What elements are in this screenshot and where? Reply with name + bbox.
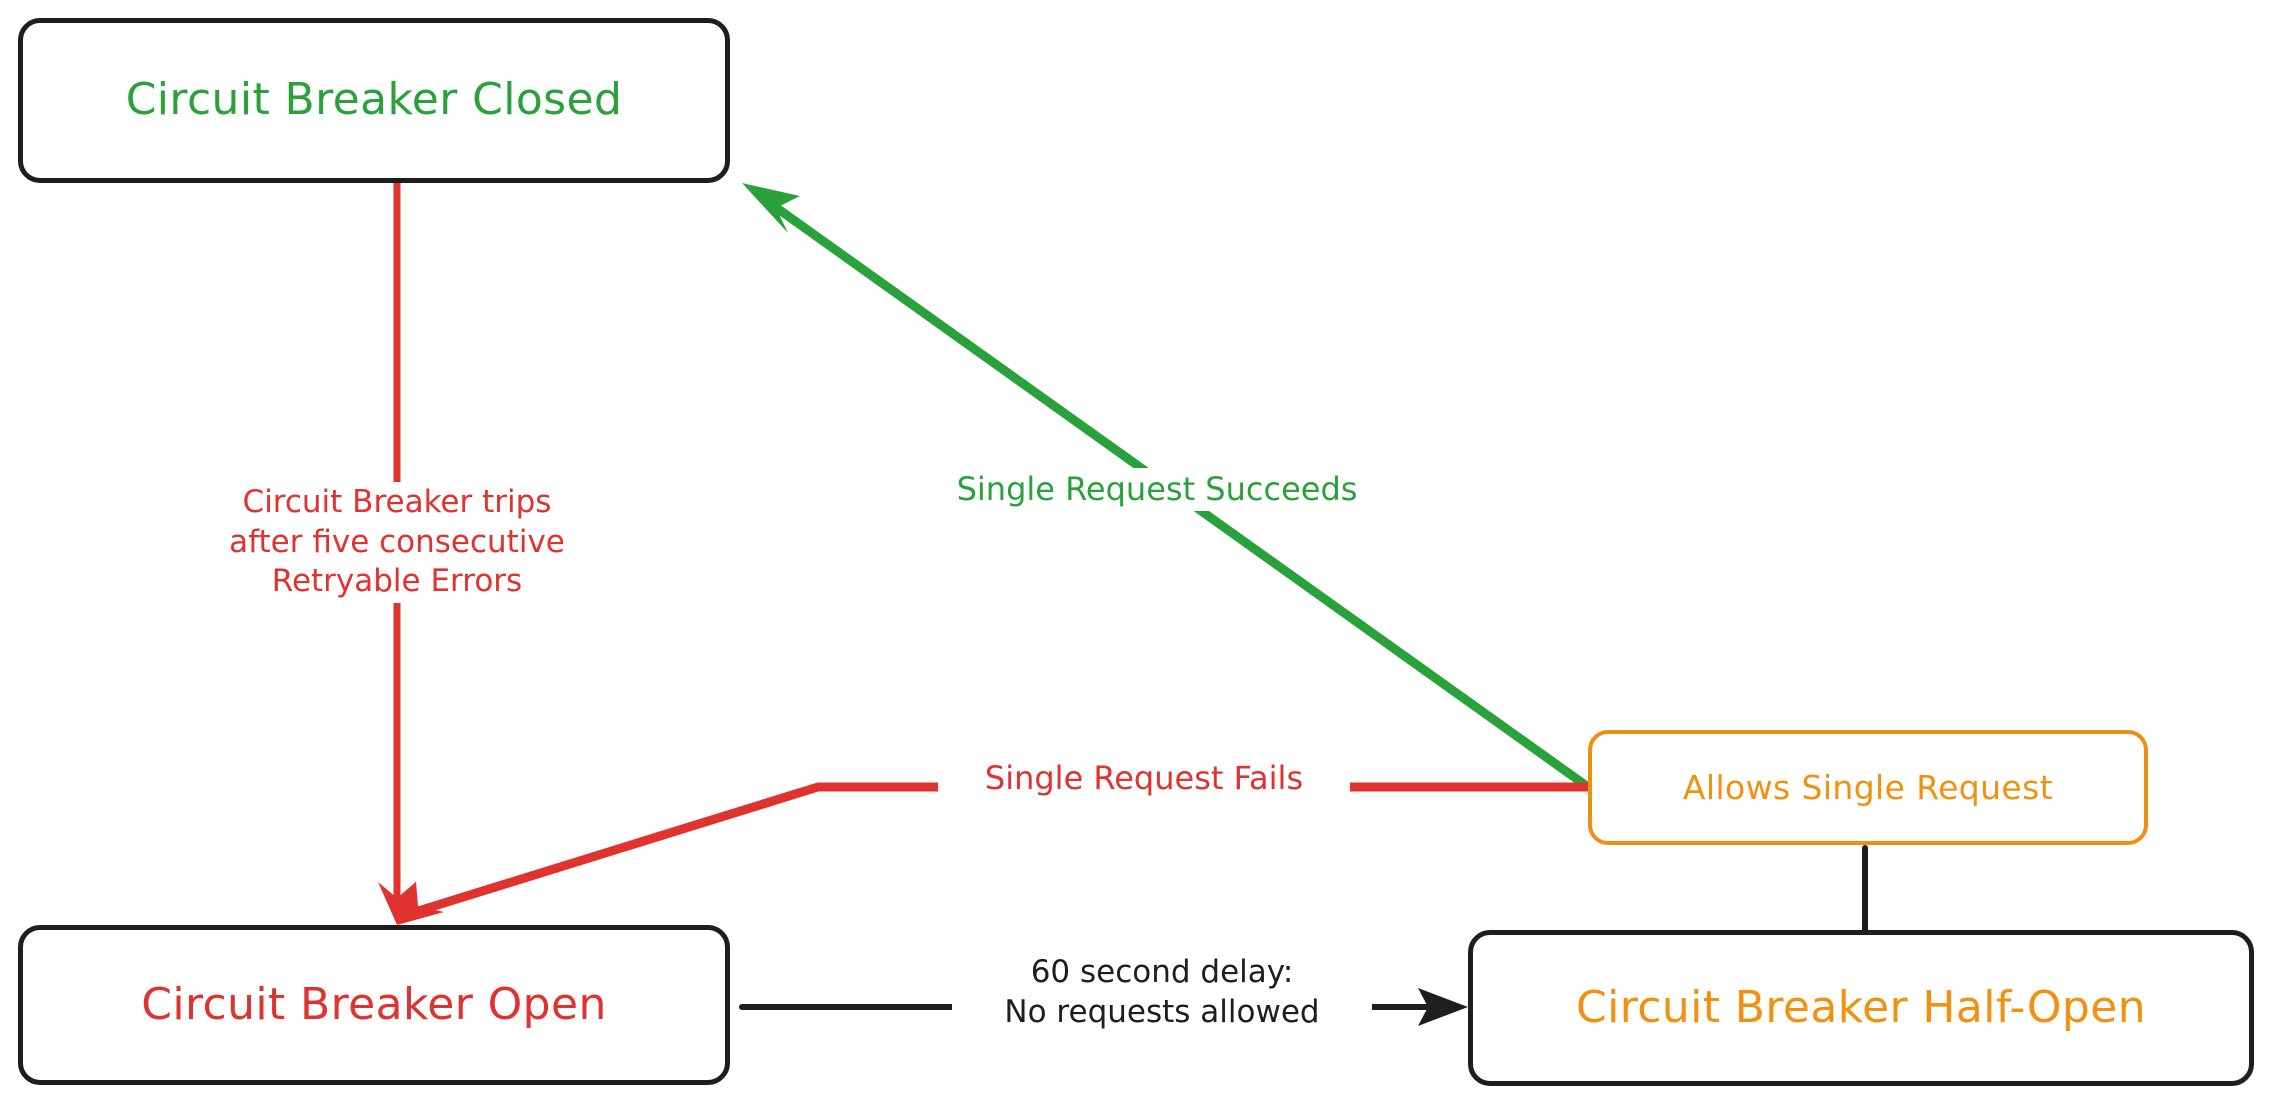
edge-label-closed-to-open: Circuit Breaker trips after five consecu… (172, 482, 622, 604)
node-circuit-breaker-half-open[interactable]: Circuit Breaker Half-Open (1468, 930, 2254, 1086)
edge-label-line-2: after five consecutive (229, 523, 565, 560)
edge-label-line-1: Single Request Fails (984, 759, 1304, 797)
edge-label-single-request-succeeds: Single Request Succeeds (912, 468, 1402, 511)
edge-label-60-second-delay: 60 second delay: No requests allowed (952, 952, 1372, 1034)
node-circuit-breaker-half-open-label: Circuit Breaker Half-Open (1576, 981, 2146, 1033)
node-allows-single-request-label: Allows Single Request (1682, 767, 2054, 807)
node-circuit-breaker-closed-label: Circuit Breaker Closed (125, 74, 623, 126)
edge-label-line-1: 60 second delay: (1030, 954, 1294, 990)
edge-label-line-1: Circuit Breaker trips (242, 484, 552, 520)
node-circuit-breaker-closed[interactable]: Circuit Breaker Closed (18, 18, 730, 183)
edge-allows-to-open (397, 782, 1593, 925)
edge-label-single-request-fails: Single Request Fails (938, 757, 1350, 800)
edge-label-line-2: No requests allowed (1004, 993, 1320, 1030)
node-circuit-breaker-open[interactable]: Circuit Breaker Open (18, 925, 730, 1085)
node-allows-single-request[interactable]: Allows Single Request (1588, 730, 2148, 845)
edge-label-line-1: Single Request Succeeds (956, 470, 1358, 508)
node-circuit-breaker-open-label: Circuit Breaker Open (141, 978, 607, 1030)
edge-label-line-3: Retryable Errors (271, 563, 523, 600)
